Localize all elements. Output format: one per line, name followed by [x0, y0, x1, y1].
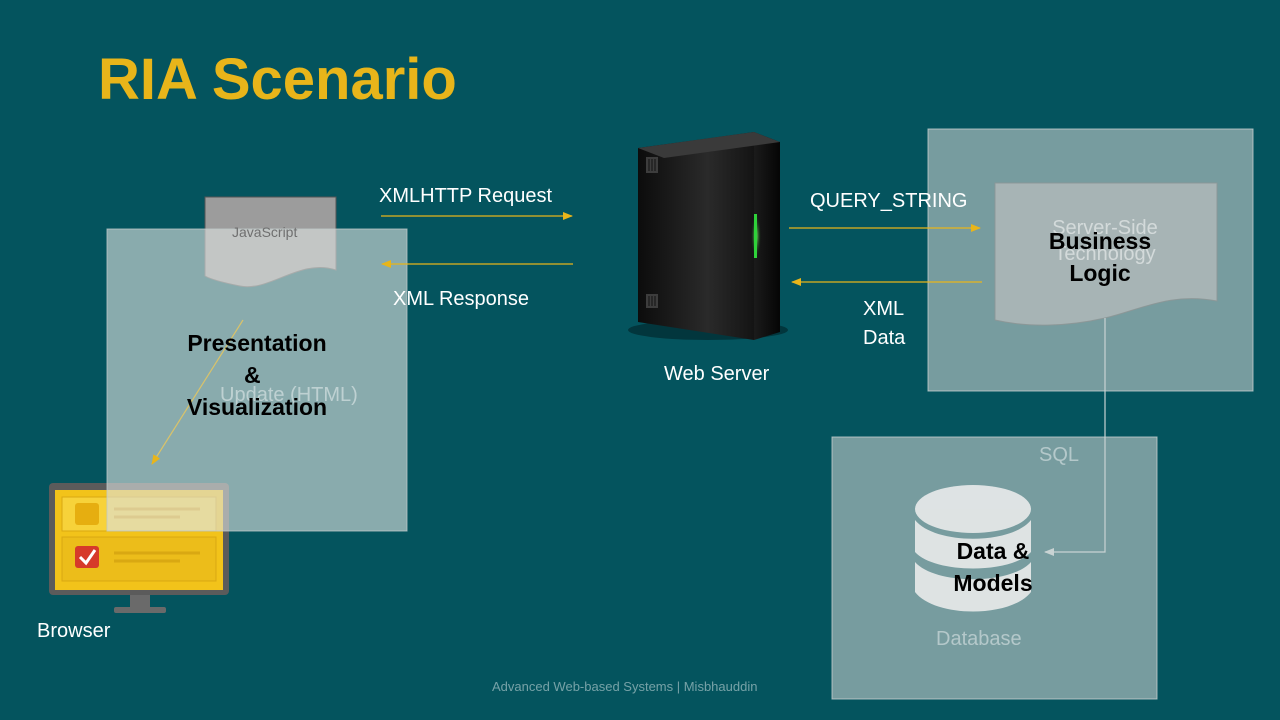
xml-data-line-2: Data: [863, 327, 906, 349]
web-server-label: Web Server: [664, 363, 770, 385]
update-html-arrow: [151, 319, 244, 465]
server-side-document: [994, 182, 1218, 326]
xmlhttp-request-label: XMLHTTP Request: [379, 185, 553, 207]
xml-data-label: XML Data: [863, 295, 905, 353]
ampersand-line: &: [244, 362, 261, 388]
data-line: Data &: [956, 538, 1030, 564]
update-html-label: Update (HTML): [220, 384, 358, 406]
database-label: Database: [936, 628, 1022, 650]
slide-footer: Advanced Web-based Systems | Misbhauddin: [492, 679, 758, 694]
data-models-label: Data & Models: [893, 535, 1093, 599]
visualization-line: Visualization: [186, 394, 328, 420]
presentation-visualization-label: Presentation & Visualization: [157, 327, 357, 423]
server-side-line-1: Server-Side: [1052, 217, 1158, 239]
sql-arrow: [1044, 318, 1106, 556]
business-line: Business: [1048, 228, 1152, 254]
server-side-technology-label: Server-Side Technology: [1005, 215, 1205, 267]
slide-title: RIA Scenario: [98, 47, 457, 112]
javascript-label: JavaScript: [232, 224, 298, 240]
business-logic-label: Business Logic: [1000, 225, 1200, 289]
logic-line: Logic: [1069, 260, 1131, 286]
xml-data-line-1: XML: [863, 298, 905, 320]
browser-label: Browser: [37, 620, 111, 642]
server-side-line-2: Technology: [1054, 243, 1156, 265]
database-cylinder-icon: [915, 485, 1031, 612]
presentation-line: Presentation: [187, 330, 327, 356]
sql-label: SQL: [1039, 444, 1080, 466]
models-line: Models: [953, 570, 1033, 596]
server-tower-icon: [628, 132, 788, 340]
presentation-panel: [106, 228, 408, 532]
database-panel: [831, 436, 1158, 700]
xml-response-label: XML Response: [393, 288, 529, 310]
query-string-label: QUERY_STRING: [810, 190, 968, 212]
